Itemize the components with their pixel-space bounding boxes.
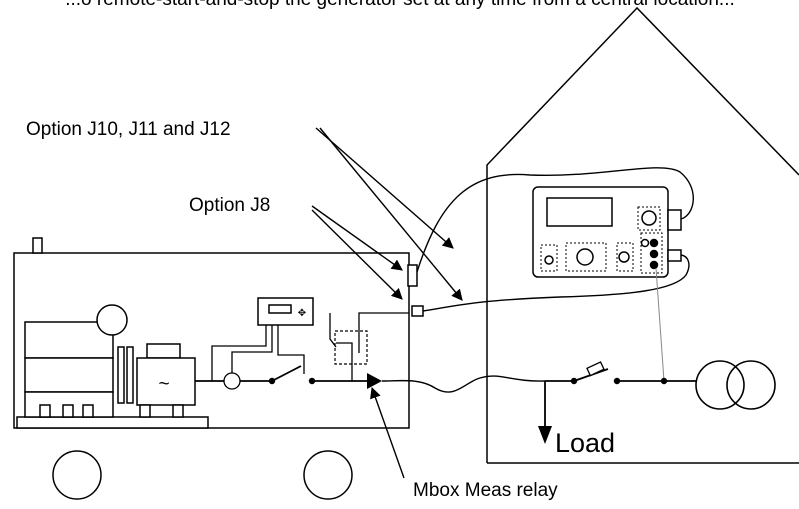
controller-keypad-icon: ✥: [298, 308, 306, 319]
wheel-right: [303, 450, 353, 500]
mains-nodes: [570, 377, 668, 385]
wheel-left: [52, 450, 102, 500]
fuse-icon: [586, 361, 605, 377]
current-transformer-icon: [223, 372, 241, 390]
callout-arrows: [311, 127, 463, 479]
option-j8-label: Option J8: [189, 195, 270, 216]
mbox-meas-relay-box: [334, 330, 368, 365]
mbox-meas-relay-label: Mbox Meas relay: [413, 480, 558, 501]
option-j10-j11-j12-label: Option J10, J11 and J12: [26, 119, 231, 140]
remote-control-panel: [532, 186, 682, 278]
wiring-nodes: [268, 377, 316, 385]
controller-unit: ✥: [257, 297, 314, 326]
option-j8-connector-lower: [411, 305, 424, 317]
house: [486, 6, 799, 464]
engine: [16, 304, 209, 429]
measurement-wire: [655, 267, 665, 382]
cropped-header-text: ...o remote-start-and-stop the generator…: [65, 0, 735, 10]
external-cables: [381, 167, 694, 393]
alternator: ~: [136, 343, 196, 418]
mains-line: [544, 368, 697, 428]
option-j8-connector-upper: [407, 264, 418, 287]
power-direction-arrow: [367, 373, 382, 389]
load-label: Load: [555, 428, 615, 458]
alternator-symbol: ~: [158, 374, 169, 395]
transformer-icon: [695, 360, 776, 410]
load-arrow: [538, 426, 552, 444]
generator-container: [13, 237, 410, 429]
